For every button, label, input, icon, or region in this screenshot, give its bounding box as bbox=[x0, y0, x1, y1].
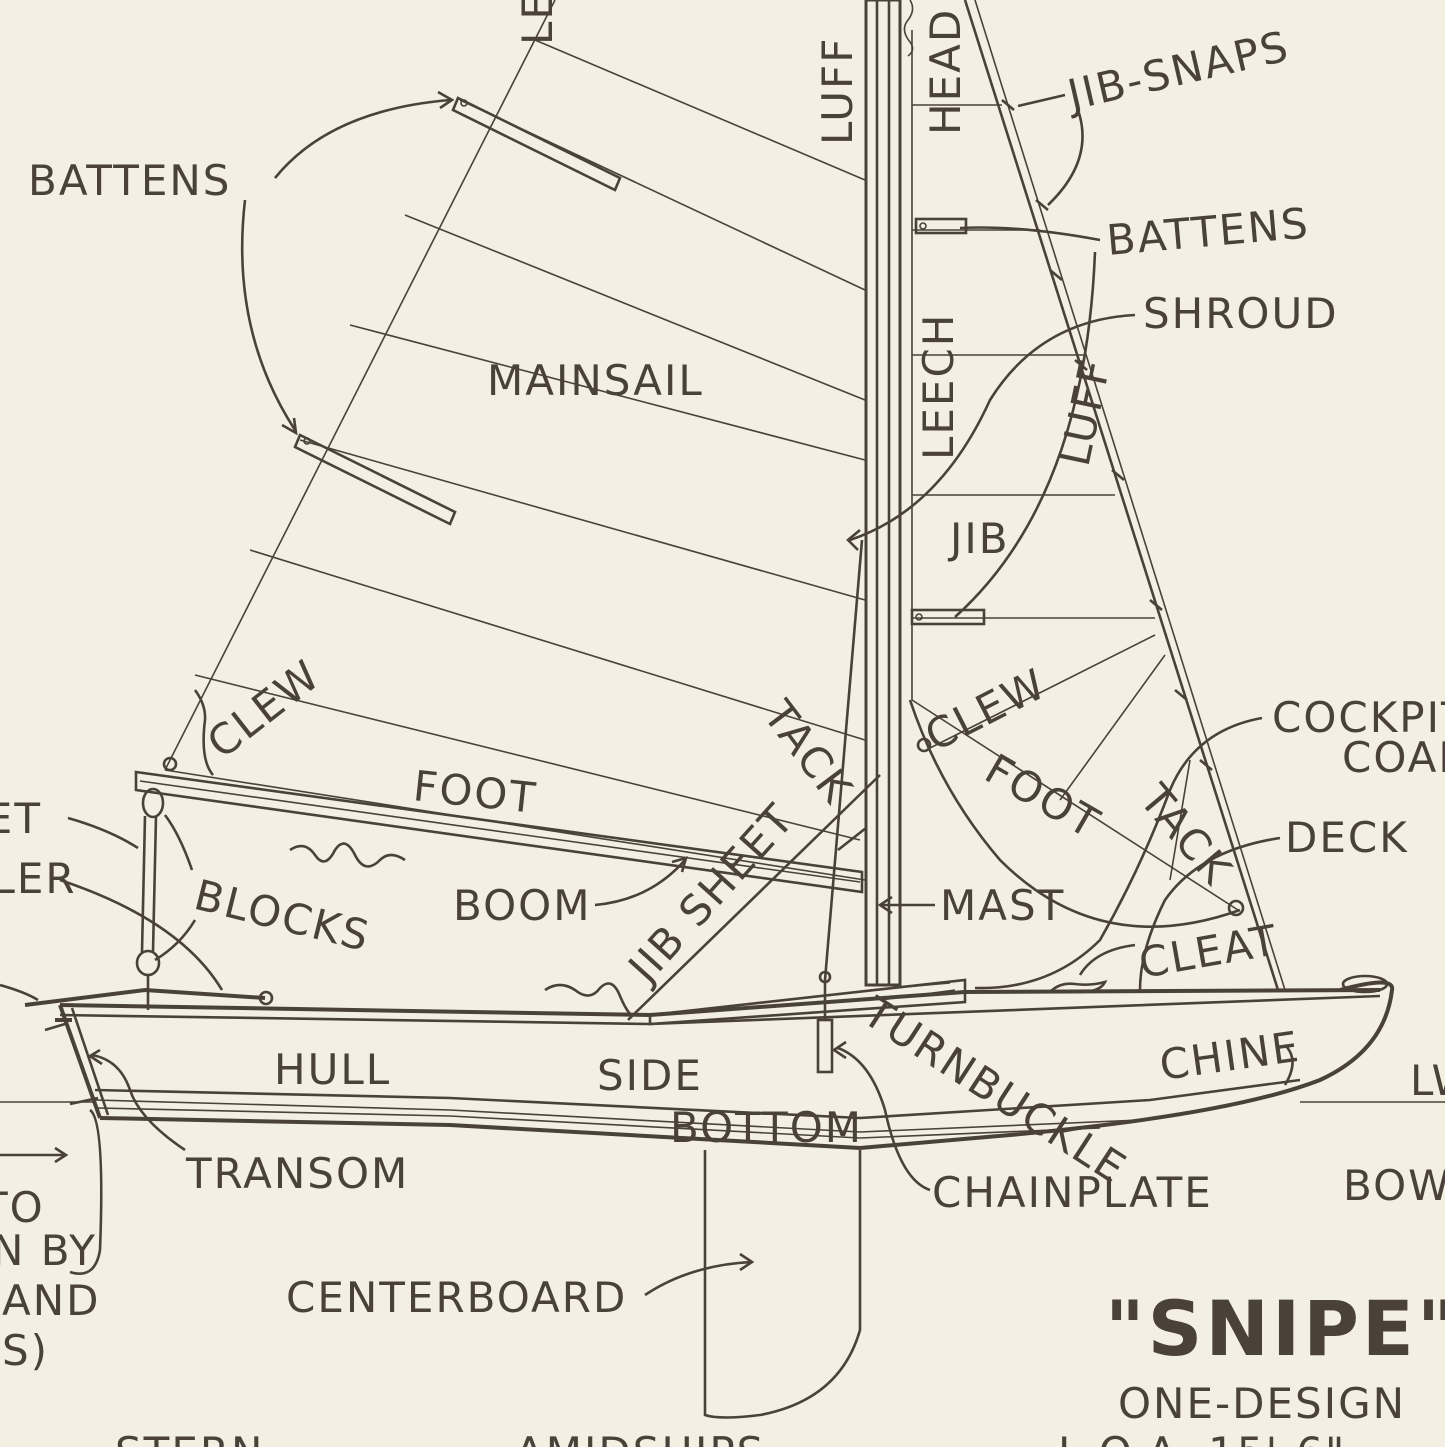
label-traveler: TRAVELER bbox=[0, 854, 77, 903]
shroud-wire bbox=[823, 539, 864, 981]
label-turnbuckle: TURNBUCKLE bbox=[854, 987, 1136, 1194]
label-battens-left: BATTENS bbox=[28, 156, 231, 205]
label-rudder-note-3: AND bbox=[2, 1276, 101, 1325]
mainsail-battens bbox=[293, 96, 622, 526]
label-cockpit: COCKPIT bbox=[1272, 693, 1445, 742]
label-clew-jib: CLEW bbox=[917, 659, 1054, 761]
label-sheet: SHEET bbox=[0, 794, 42, 843]
label-waterline: LWL bbox=[1410, 1056, 1445, 1105]
mainsail bbox=[164, 0, 866, 881]
diagram-title: "SNIPE" bbox=[1105, 1284, 1445, 1373]
label-side: SIDE bbox=[597, 1051, 703, 1100]
label-tack-main: TACK bbox=[753, 691, 862, 813]
label-mainsail: MAINSAIL bbox=[487, 356, 704, 405]
jib bbox=[910, 30, 1239, 911]
label-boom: BOOM bbox=[453, 881, 591, 930]
label-hull: HULL bbox=[274, 1045, 391, 1094]
label-bottom: BOTTOM bbox=[670, 1103, 863, 1152]
label-length: L.O.A. 15'-6" bbox=[1058, 1428, 1346, 1447]
label-coaming: COAMING bbox=[1342, 733, 1445, 782]
label-bow: BOW bbox=[1343, 1161, 1445, 1210]
label-transom: TRANSOM bbox=[185, 1149, 409, 1198]
label-rudder-note-2: N BY bbox=[0, 1226, 97, 1275]
label-shroud: SHROUD bbox=[1143, 289, 1339, 338]
label-jib-snaps: JIB-SNAPS bbox=[1060, 21, 1294, 120]
label-rudder-note-4: S) bbox=[2, 1326, 49, 1375]
centerboard bbox=[703, 1150, 862, 1419]
label-mast: MAST bbox=[940, 881, 1065, 930]
forestay bbox=[963, 0, 1286, 991]
jib-seams bbox=[912, 104, 1191, 881]
label-clew-main: CLEW bbox=[198, 650, 330, 768]
label-leech-top: LEE bbox=[513, 0, 562, 45]
hull bbox=[0, 970, 1445, 1275]
mainsheet-blocks bbox=[24, 787, 274, 1010]
label-jib: JIB bbox=[947, 514, 1010, 563]
label-leech-jib: LEECH bbox=[914, 313, 963, 460]
label-jib-sheet: JIB SHEET bbox=[617, 794, 804, 994]
leader-lines bbox=[0, 90, 1294, 1297]
label-luff-jib: LUFF bbox=[1050, 354, 1120, 470]
label-centerboard: CENTERBOARD bbox=[286, 1273, 627, 1322]
label-head: HEAD bbox=[921, 8, 970, 135]
label-rudder-note-1: TO bbox=[0, 1183, 45, 1232]
label-chainplate: CHAINPLATE bbox=[932, 1168, 1213, 1217]
label-blocks: BLOCKS bbox=[190, 870, 376, 961]
label-chine: CHINE bbox=[1157, 1022, 1304, 1090]
label-battens-right: BATTENS bbox=[1105, 198, 1312, 265]
label-deck: DECK bbox=[1285, 813, 1409, 862]
boom bbox=[134, 756, 864, 894]
label-luff-main: LUFF bbox=[813, 37, 862, 145]
diagram-subtitle: ONE-DESIGN bbox=[1118, 1379, 1406, 1428]
label-midships: AMIDSHIPS bbox=[515, 1428, 765, 1447]
mast bbox=[864, 0, 914, 987]
label-stern: STERN bbox=[115, 1428, 264, 1447]
